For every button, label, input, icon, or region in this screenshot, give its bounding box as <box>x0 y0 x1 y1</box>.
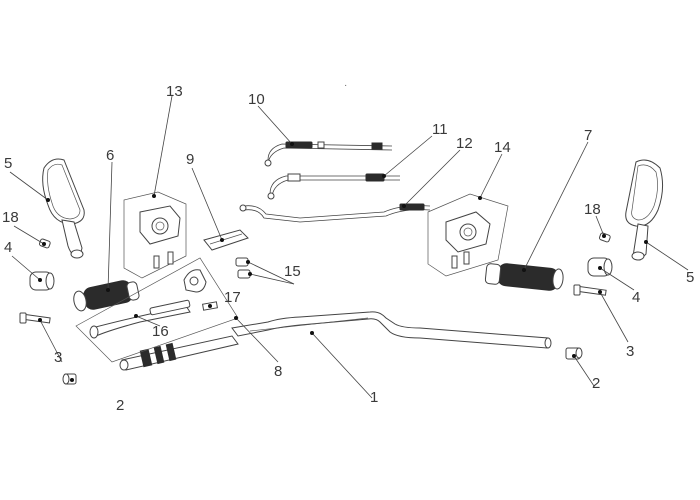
part-switch-housing-right <box>427 193 509 277</box>
top-mark: · <box>344 80 347 91</box>
part-handlebar <box>231 311 552 349</box>
part-bar-end-plug-right <box>565 347 583 360</box>
callout-1: 1 <box>370 389 378 406</box>
callout-18-left: 18 <box>2 209 19 226</box>
part-throttle-cable-11 <box>267 173 400 200</box>
callout-14: 14 <box>494 139 511 156</box>
part-brake-cable-12 <box>239 203 431 223</box>
part-grip-left <box>73 280 140 312</box>
callout-11: 11 <box>432 121 448 138</box>
part-screw-left <box>19 312 51 324</box>
leader-lines <box>9 95 689 399</box>
callout-17: 17 <box>224 289 241 306</box>
part-lever-cover <box>203 229 249 251</box>
part-throttle-cable-10 <box>264 141 393 167</box>
callout-2-left: 2 <box>116 397 124 414</box>
callout-2-right: 2 <box>592 375 600 392</box>
callout-5-right: 5 <box>686 269 694 286</box>
callout-10: 10 <box>248 91 265 108</box>
callout-3-right: 3 <box>626 343 634 360</box>
callout-8: 8 <box>274 363 282 380</box>
callout-18-right: 18 <box>584 201 601 218</box>
callout-4-right: 4 <box>632 289 640 306</box>
part-bar-end-tube <box>119 335 239 371</box>
part-brake-lever-assembly <box>75 257 239 363</box>
callout-5-left: 5 <box>4 155 12 172</box>
callout-15: 15 <box>284 263 301 280</box>
part-mirror-left <box>42 158 85 259</box>
part-grip-right <box>484 263 564 291</box>
part-mirror-right <box>625 159 664 261</box>
part-bar-end-plug-left <box>62 373 77 385</box>
callout-7: 7 <box>584 127 592 144</box>
part-switch-housing-left <box>123 191 187 279</box>
callout-16: 16 <box>152 323 169 340</box>
callout-13: 13 <box>166 83 183 100</box>
callout-9: 9 <box>186 151 194 168</box>
callout-6: 6 <box>106 147 114 164</box>
callout-3-left: 3 <box>54 349 62 366</box>
callout-12: 12 <box>456 135 473 152</box>
callout-4-left: 4 <box>4 239 12 256</box>
